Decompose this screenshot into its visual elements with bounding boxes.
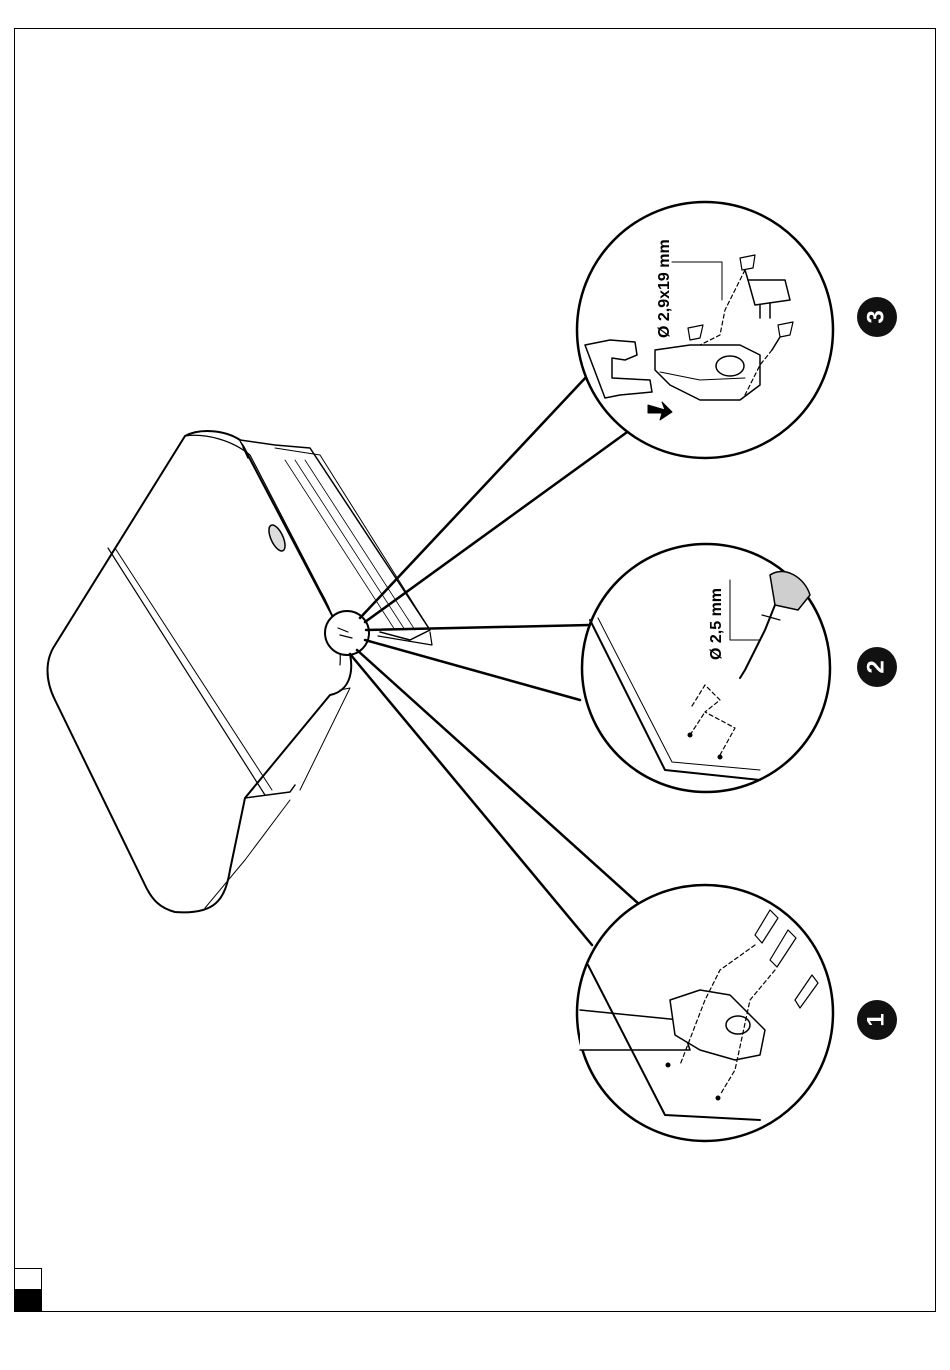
screw-dimension-label: Ø 2,9x19 mm (656, 239, 674, 338)
roof-box-product (48, 431, 433, 912)
detail-callout-origin (325, 611, 369, 655)
step-badge-2: 2 (857, 647, 897, 687)
step-badge-3: 3 (857, 297, 897, 337)
step-badge-1: 1 (857, 1000, 897, 1040)
callout-step-1 (577, 885, 833, 1141)
callout-step-3 (577, 202, 833, 458)
drill-dimension-label: Ø 2,5 mm (708, 588, 726, 660)
callout-step-2 (582, 544, 830, 792)
